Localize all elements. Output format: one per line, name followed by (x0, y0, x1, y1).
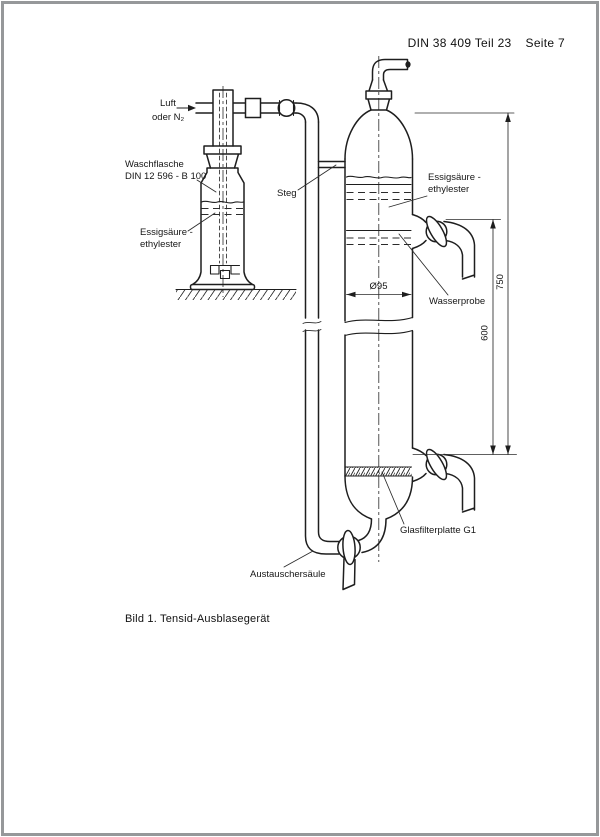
label-ester-right-line1: Essigsäure - (428, 172, 481, 183)
tube-fitting (244, 97, 262, 119)
top-outlet-tube (371, 58, 409, 81)
blowout-column (344, 58, 414, 554)
label-diameter: Ø95 (370, 281, 388, 292)
exchange-column-tube (295, 102, 346, 555)
label-wash-bottle-line1: Waschflasche (125, 159, 184, 170)
inline-valve (277, 99, 296, 117)
bottle-foot (189, 283, 256, 291)
diagram-labels: Luft oder N₂ Waschflasche DIN 12 596 - B… (125, 98, 506, 580)
column-joint (365, 79, 393, 111)
label-exchange-column: Austauschersäule (250, 569, 326, 580)
bottle-body (191, 167, 254, 286)
stopcock-handle (342, 529, 356, 566)
label-dim-600: 600 (480, 325, 491, 341)
standard-reference: DIN 38 409 Teil 23 (407, 36, 512, 50)
page-number: Seite 7 (525, 36, 565, 50)
filter-plate-hatch (345, 467, 412, 476)
column-break (344, 316, 414, 337)
label-filter-plate: Glasfilterplatte G1 (400, 525, 476, 536)
leader-exchange-column (283, 550, 314, 568)
stopcock-handle (425, 448, 448, 481)
leader-ester-left (187, 212, 216, 232)
dip-tube (219, 92, 227, 264)
lower-outlet-stopcock (411, 447, 476, 513)
label-ester-right-line2: ethylester (428, 184, 469, 195)
gas-inlet-arrow (176, 104, 196, 112)
bottle-liquid-surface (200, 200, 245, 204)
leader-ester-right (388, 195, 428, 208)
label-ester-left-line1: Essigsäure - (140, 227, 193, 238)
leader-filter-plate (381, 471, 405, 525)
wash-bottle-assembly (175, 89, 297, 300)
leader-water-sample (398, 233, 449, 296)
page-header: DIN 38 409 Teil 23 Seite 7 (408, 36, 565, 50)
frit-distributor (209, 264, 241, 280)
leader-steg (297, 164, 337, 191)
bottom-drain-stopcock (337, 529, 361, 591)
steg-bridge (317, 160, 346, 169)
column-dome (344, 109, 414, 160)
label-gas-inlet-line2: oder N₂ (152, 112, 185, 123)
ground-hatch (176, 290, 296, 300)
dimension-annotations (346, 112, 517, 455)
label-ester-left-line2: ethylester (140, 239, 181, 250)
ester-surface (345, 175, 412, 179)
leader-wash-bottle (196, 179, 217, 193)
leader-lines (187, 164, 449, 568)
ground-joint (203, 145, 242, 169)
label-steg: Steg (277, 188, 297, 199)
stopcock-handle (425, 215, 448, 248)
column-walls (344, 158, 414, 477)
label-water-sample: Wasserprobe (429, 296, 485, 307)
bottle-head (195, 89, 297, 147)
figure-caption: Bild 1. Tensid-Ausblasegerät (125, 613, 270, 625)
upper-outlet-stopcock (411, 213, 476, 280)
column-bottom (344, 475, 414, 554)
bottle-liquid-dashes (201, 208, 244, 215)
label-gas-inlet-line1: Luft (160, 98, 176, 109)
tube-tip (405, 61, 411, 68)
label-dim-750: 750 (495, 274, 506, 290)
label-wash-bottle-line2: DIN 12 596 - B 100 (125, 171, 206, 182)
tube-break (302, 321, 322, 332)
